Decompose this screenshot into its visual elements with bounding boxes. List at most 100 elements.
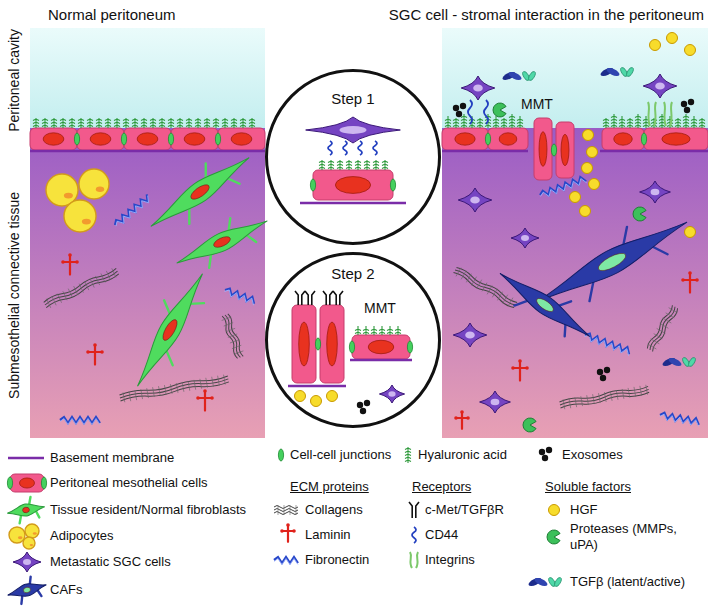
cd44-receptor — [358, 141, 362, 155]
cell-nucleus — [231, 133, 252, 145]
cmet-receptor — [323, 291, 333, 305]
basement-membrane — [8, 457, 44, 460]
tgfb-latent — [533, 576, 548, 587]
process-label: MMT — [364, 300, 396, 317]
hyaluronic-acid — [461, 114, 467, 128]
cell-junction — [641, 133, 646, 145]
panel: SGC cell - stromal interaction in the pe… — [442, 28, 708, 438]
legend-heading: Soluble factors — [545, 479, 631, 495]
cell-nucleus — [20, 478, 35, 488]
legend-text: CD44 — [425, 527, 458, 543]
legend-swatch — [274, 557, 298, 565]
laminin — [198, 391, 212, 411]
legend-text: Fibronectin — [305, 552, 369, 568]
fibronectin-strand — [583, 334, 630, 356]
hyaluronic-acid — [635, 114, 641, 128]
sgc-body — [511, 228, 539, 248]
collagen-strand — [651, 307, 679, 352]
hgf-molecule — [587, 147, 598, 158]
hyaluronic-acid — [195, 118, 201, 128]
hyaluronic-acid — [611, 114, 617, 128]
sgc-nucleus — [655, 82, 665, 89]
hyaluronic-acid — [177, 118, 183, 128]
hyaluronic-acid — [186, 118, 192, 128]
exosome — [600, 375, 606, 381]
adipocyte — [25, 524, 39, 538]
hyaluronic-acid — [114, 118, 120, 128]
cell-body — [173, 213, 271, 272]
laminin-end — [292, 529, 296, 533]
hyaluronic-acid — [319, 160, 325, 170]
sgc-cell — [643, 74, 677, 98]
hyaluronic-acid — [699, 118, 705, 128]
mesothelial-cell — [352, 335, 410, 359]
cmet-receptor — [333, 291, 343, 305]
caf-cell — [490, 259, 601, 352]
cell-nucleus — [596, 250, 628, 274]
mesothelial-cell — [320, 305, 344, 383]
hyaluronic-acid — [477, 118, 483, 128]
laminin-end — [280, 529, 284, 533]
cell-nucleus — [455, 133, 475, 145]
cd44-receptor — [328, 141, 332, 155]
cell-junction — [7, 477, 12, 489]
cell-junction — [310, 179, 315, 191]
cell-nucleus — [561, 134, 569, 165]
fibronectin-strand — [274, 559, 298, 565]
circle-border — [267, 254, 440, 427]
adipocyte — [23, 537, 35, 549]
cell-junction — [315, 338, 320, 350]
exosome — [453, 105, 459, 111]
hyaluronic-acid — [603, 118, 609, 128]
sgc-cell — [511, 228, 539, 248]
tgfb-latent — [507, 70, 522, 81]
exosome — [542, 455, 548, 461]
legend-swatch — [409, 502, 419, 518]
laminin-end — [68, 253, 72, 257]
tgfb-active — [687, 356, 696, 367]
hyaluronic-acid — [60, 118, 66, 128]
adipocyte-nucleus — [18, 536, 22, 539]
mesothelial-cell — [30, 128, 77, 150]
hyaluronic-acid — [382, 160, 388, 170]
cell-body — [531, 211, 692, 312]
sgc-cell — [13, 552, 41, 572]
legend-heading: ECM proteins — [290, 479, 369, 495]
hyaluronic-acid — [379, 326, 385, 335]
mesothelial-cell — [77, 128, 124, 150]
laminin-end — [518, 359, 522, 363]
integrin-receptor — [410, 552, 418, 568]
sgc-cell — [461, 76, 495, 100]
exosome — [539, 449, 545, 455]
tgfb-active — [527, 70, 536, 81]
hyaluronic-acid — [346, 160, 352, 170]
laminin-end — [460, 410, 464, 414]
legend-swatch — [5, 495, 47, 525]
legend-text: Metastatic SGC cells — [50, 554, 171, 570]
cell-body — [129, 269, 211, 392]
hyaluronic-acid — [96, 118, 102, 128]
sgc-cell — [640, 181, 671, 203]
legend-swatch — [549, 505, 560, 516]
hyaluronic-acid — [240, 118, 246, 128]
fibronectin — [659, 412, 700, 426]
adipocyte-nucleus — [30, 544, 33, 546]
step-circle: Step 2MMT — [265, 252, 441, 428]
fibronectin-strand — [113, 194, 151, 227]
cell-junction — [41, 477, 46, 489]
cell-body — [495, 266, 595, 344]
laminin-end — [210, 396, 214, 400]
hyaluronic-acid — [691, 116, 697, 128]
laminin-end — [454, 416, 458, 420]
adipocyte — [9, 527, 25, 543]
basement-membrane — [600, 150, 708, 153]
mesothelial-cell — [488, 128, 528, 150]
hgf-molecule — [583, 130, 594, 141]
adipocyte-nucleus — [64, 193, 73, 199]
sgc-body — [458, 188, 492, 212]
cell-junction — [407, 341, 412, 353]
hyaluronic-acid — [371, 326, 377, 335]
legend-swatch — [7, 474, 46, 492]
basement-membrane — [30, 150, 265, 153]
